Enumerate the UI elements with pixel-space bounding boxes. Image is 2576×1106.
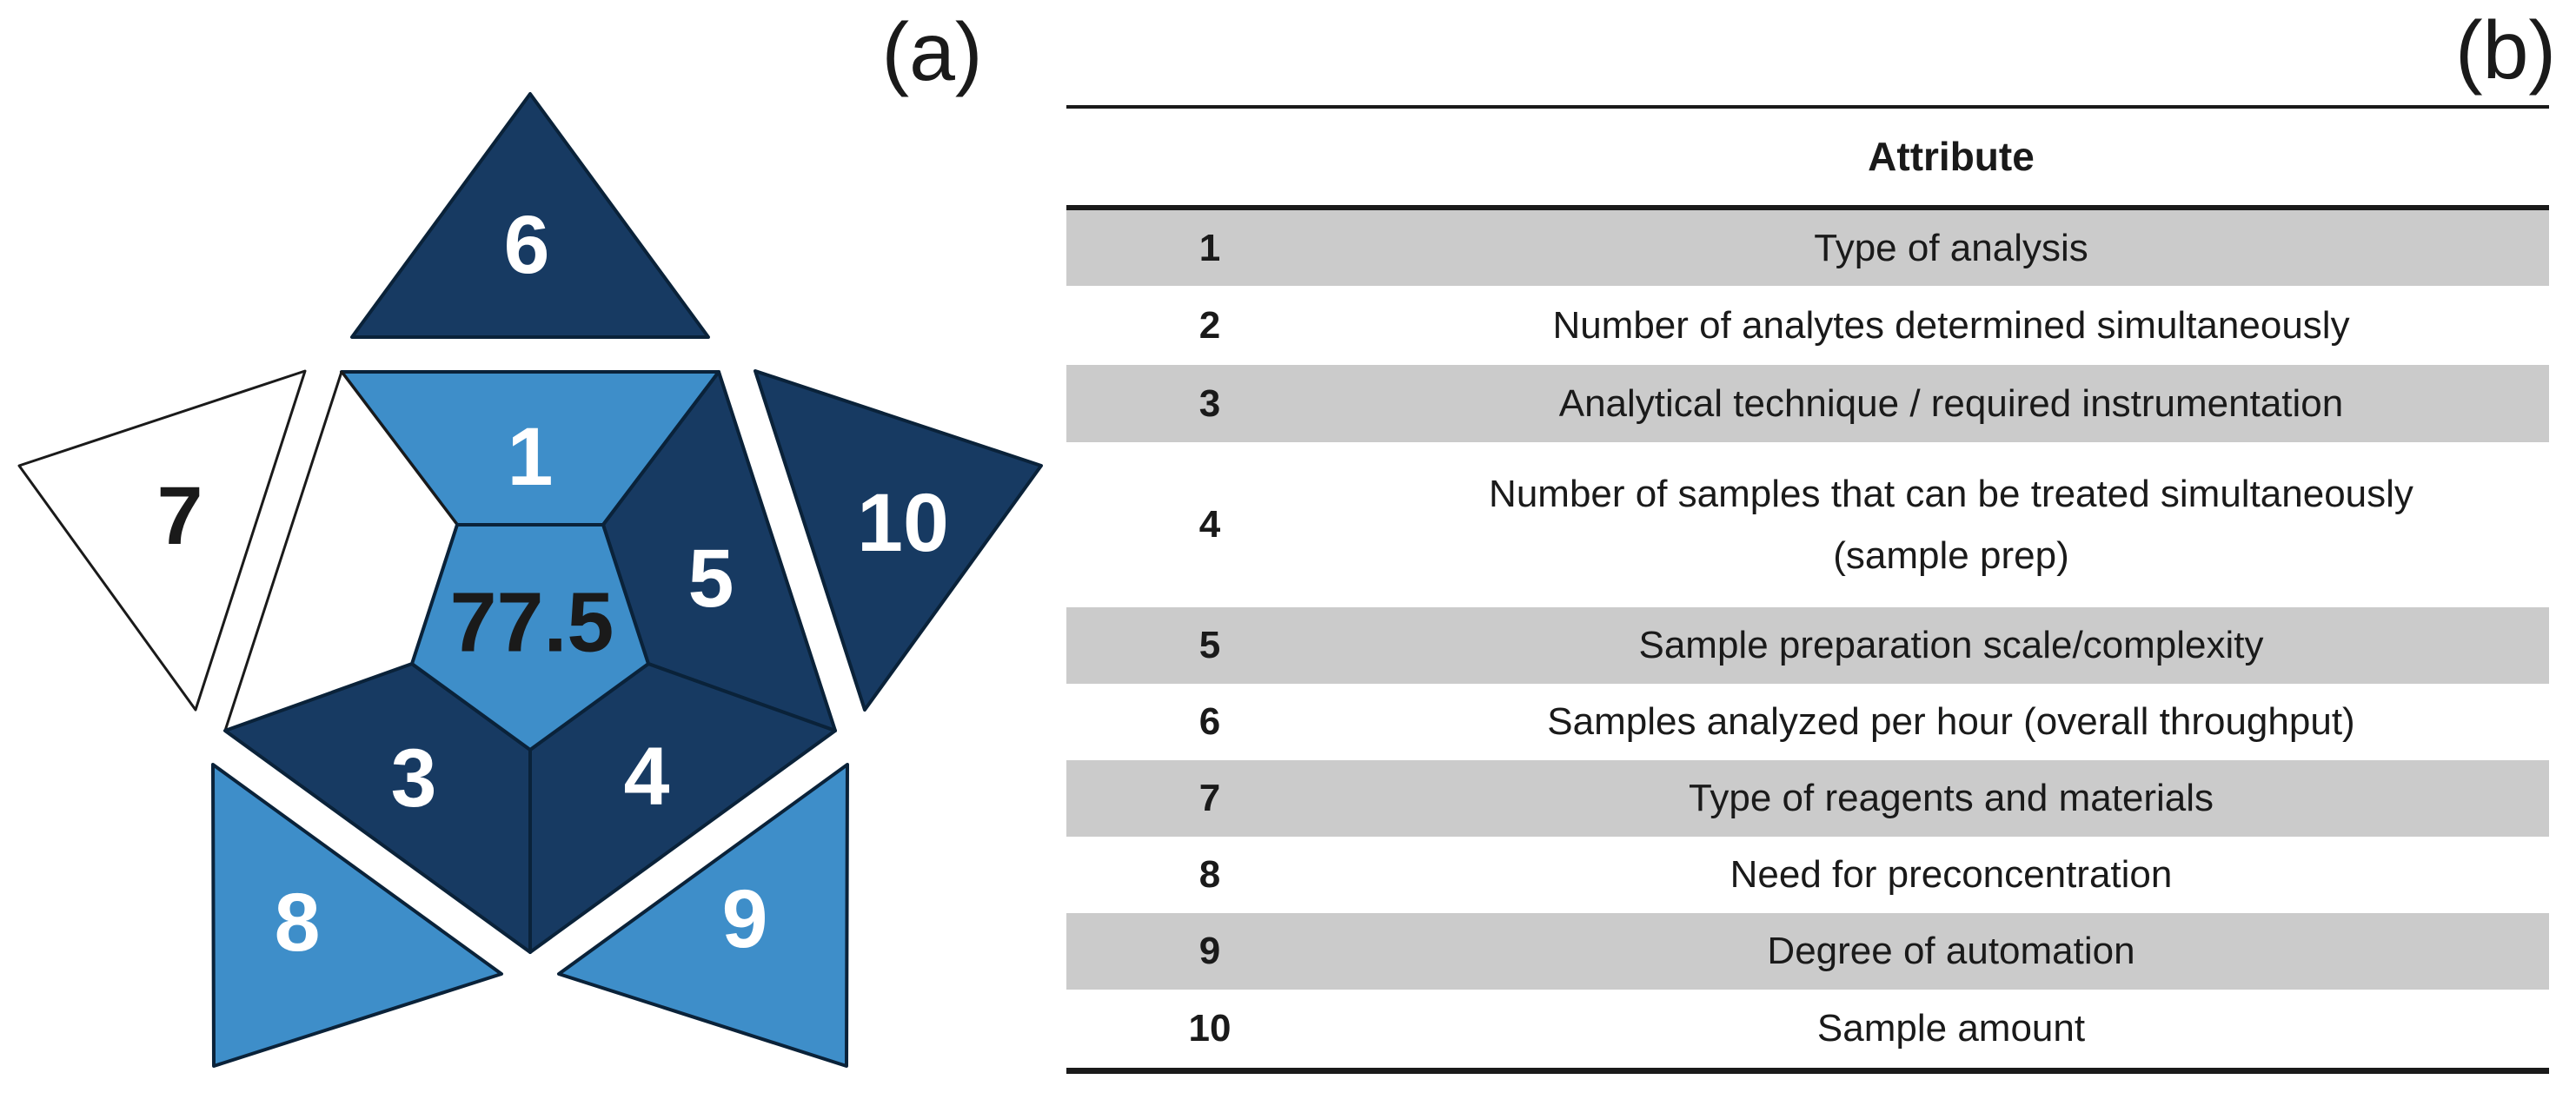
segment-3-label: 3	[391, 732, 437, 825]
table-row: 7 Type of reagents and materials	[1066, 760, 2549, 837]
row-number: 4	[1198, 503, 1221, 546]
segment-5-label: 5	[688, 533, 734, 625]
segment-7-label: 7	[157, 470, 203, 562]
table-row: 9 Degree of automation	[1066, 913, 2549, 990]
segment-6-shape	[350, 92, 710, 339]
table-row: 3 Analytical technique / required instru…	[1066, 365, 2549, 442]
bagi-pictogram: 6 1 7 10 5 77.5 3 4 8 9	[17, 92, 1043, 1068]
segment-7-shape	[17, 369, 307, 712]
header-attribute-cell: Attribute	[1868, 134, 2035, 180]
table-row: 10 Sample amount	[1066, 990, 2549, 1068]
segment-1-label: 1	[508, 411, 554, 503]
segment-10-label: 10	[857, 477, 949, 569]
row-attribute: Number of analytes determined simultaneo…	[1552, 303, 2350, 347]
attribute-table: Attribute 1 Type of analysis 2 Number of…	[1066, 105, 2549, 1074]
table-row: 2 Number of analytes determined simultan…	[1066, 286, 2549, 365]
table-row: 6 Samples analyzed per hour (overall thr…	[1066, 684, 2549, 760]
table-row: 5 Sample preparation scale/complexity	[1066, 607, 2549, 684]
segment-6-label: 6	[504, 199, 550, 291]
row-attribute: Number of samples that can be treated si…	[1489, 472, 2413, 577]
row-attribute: Sample amount	[1816, 1007, 2086, 1050]
row-number: 10	[1188, 1007, 1232, 1050]
row-number: 6	[1198, 700, 1221, 743]
row-number: 5	[1198, 624, 1221, 666]
row-attribute: Need for preconcentration	[1730, 853, 2173, 897]
row-number: 9	[1198, 930, 1221, 972]
row-attribute: Analytical technique / required instrume…	[1558, 381, 2344, 425]
row-attribute: Samples analyzed per hour (overall throu…	[1547, 700, 2355, 744]
score-pentagon-shape	[410, 523, 650, 752]
segment-8-shape	[211, 763, 503, 1068]
segment-9-label: 9	[722, 873, 768, 965]
row-number: 3	[1198, 381, 1221, 425]
row-number: 8	[1198, 853, 1221, 896]
score-value: 77.5	[450, 575, 614, 670]
attribute-table-header: Attribute	[1066, 109, 2549, 210]
segment-8-label: 8	[275, 877, 321, 969]
row-number: 2	[1198, 303, 1221, 347]
table-row: 8 Need for preconcentration	[1066, 837, 2549, 913]
panel-b-label: (b)	[2454, 4, 2557, 96]
segment-4-label: 4	[624, 731, 670, 823]
row-attribute: Type of analysis	[1814, 226, 2088, 269]
segment-9-shape	[557, 763, 849, 1068]
segment-10-shape	[754, 369, 1043, 712]
table-row: 4 Number of samples that can be treated …	[1066, 442, 2549, 607]
table-row: 1 Type of analysis	[1066, 210, 2549, 286]
row-number: 7	[1198, 777, 1221, 819]
row-attribute: Sample preparation scale/complexity	[1638, 624, 2264, 667]
row-number: 1	[1198, 226, 1221, 269]
attribute-table-body: 1 Type of analysis 2 Number of analytes …	[1066, 210, 2549, 1074]
row-attribute: Degree of automation	[1767, 930, 2135, 973]
panel-a-label: (a)	[881, 6, 983, 98]
row-attribute: Type of reagents and materials	[1688, 777, 2214, 820]
